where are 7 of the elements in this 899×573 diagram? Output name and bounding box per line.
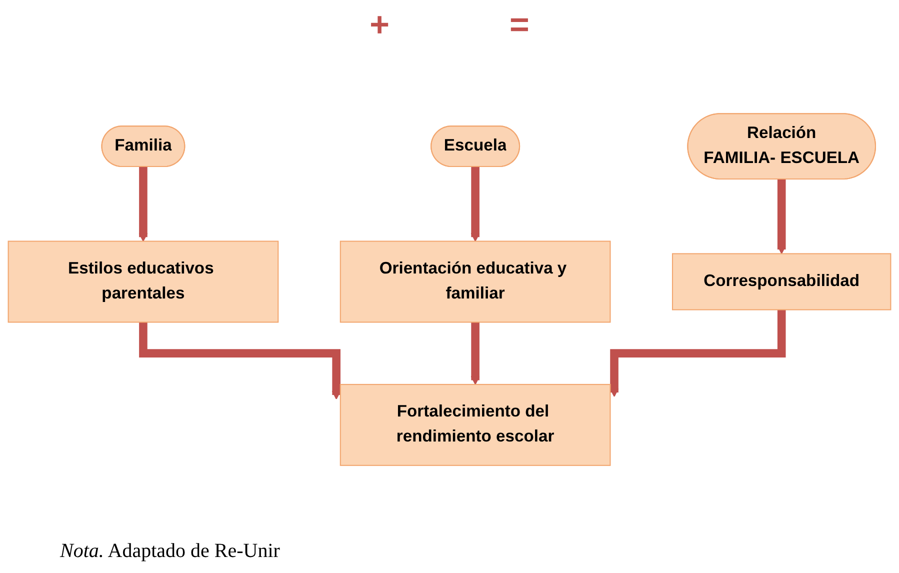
caption: Nota. Adaptado de Re-Unir <box>60 540 280 563</box>
node-box: Orientación educativa y familiar <box>340 240 611 323</box>
node-box: Corresponsabilidad <box>672 253 892 310</box>
node-box: Fortalecimiento del rendimiento escolar <box>340 384 611 466</box>
node-box: Estilos educativos parentales <box>8 240 279 323</box>
operator-symbol: = <box>510 8 530 42</box>
operator-symbol: + <box>370 8 390 42</box>
